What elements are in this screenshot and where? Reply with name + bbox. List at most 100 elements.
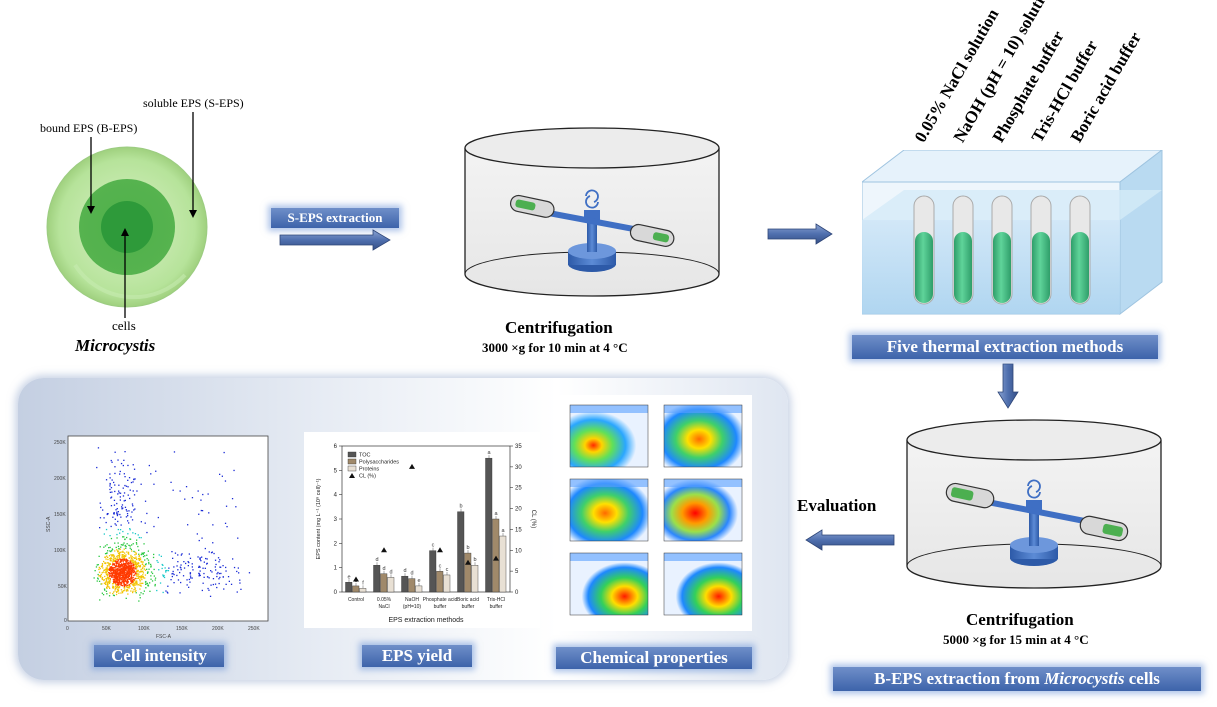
cytometry-dot [122, 569, 124, 571]
cytometry-dot [112, 554, 115, 556]
svg-text:150K: 150K [176, 626, 188, 632]
cytometry-dot [118, 492, 120, 494]
cytometry-dot [129, 564, 131, 566]
cytometry-dot [105, 567, 107, 569]
cytometry-dot [124, 564, 126, 566]
cytometry-dot [140, 577, 142, 579]
cytometry-dot [128, 568, 130, 570]
cytometry-dot [110, 487, 113, 489]
cytometry-dot [187, 524, 189, 526]
cytometry-dot [113, 563, 116, 565]
cytometry-dot [107, 569, 109, 571]
cytometry-dot [213, 552, 215, 555]
cytometry-dot [116, 591, 118, 593]
cytometry-dot [108, 595, 111, 597]
cytometry-dot [189, 557, 192, 559]
cytometry-dot [230, 583, 233, 585]
cytometry-dot [119, 571, 121, 573]
legend-swatch [347, 451, 357, 458]
cytometry-dot [111, 576, 113, 578]
cytometry-dot [130, 561, 132, 564]
cytometry-dot [122, 568, 125, 570]
cytometry-dot [118, 581, 121, 583]
cytometry-dot [130, 481, 133, 484]
cytometry-dot [143, 568, 145, 570]
cytometry-dot [190, 577, 192, 579]
cytometry-dot [122, 561, 125, 563]
cytometry-dot [138, 584, 141, 586]
cytometry-dot [181, 553, 183, 555]
svg-text:50K: 50K [58, 584, 68, 590]
cytometry-dot [119, 532, 121, 534]
cytometry-dot [209, 595, 212, 597]
significance-letter: d [382, 566, 385, 572]
cytometry-dot [183, 561, 185, 563]
cytometry-dot [191, 577, 193, 579]
bar-polysaccharides [492, 518, 500, 593]
cytometry-dot [149, 582, 151, 584]
cytometry-dot [130, 569, 132, 571]
cytometry-dot [202, 567, 204, 569]
cytometry-dot [98, 571, 101, 573]
cytometry-dot [139, 559, 142, 561]
cytometry-dot [127, 575, 129, 578]
cytometry-dot [124, 585, 126, 587]
cytometry-dot [102, 567, 104, 569]
cytometry-dot [128, 584, 131, 586]
cytometry-dot [112, 594, 115, 596]
cytometry-dot [131, 544, 133, 546]
cytometry-dot [144, 574, 147, 576]
cytometry-dot [122, 536, 124, 538]
cytometry-dot [94, 570, 96, 572]
cytometry-dot [116, 572, 118, 575]
cytometry-dot [108, 576, 110, 579]
cytometry-dot [132, 569, 134, 571]
cytometry-dot [197, 490, 199, 492]
cytometry-dot [115, 569, 117, 572]
cytometry-dot [140, 521, 142, 523]
cytometry-dot [125, 554, 127, 556]
cytometry-dot [105, 558, 107, 560]
cytometry-dot [131, 565, 133, 567]
cytometry-dot [177, 561, 179, 563]
cytometry-dot [134, 590, 136, 593]
cytometry-dot [122, 555, 124, 557]
cytometry-dot [127, 570, 129, 572]
cytometry-dot [222, 576, 224, 578]
cytometry-dot [121, 504, 124, 506]
cytometry-dot [236, 570, 238, 573]
cytometry-dot [154, 579, 156, 581]
cytometry-dot [118, 592, 120, 594]
cytometry-dot [124, 484, 126, 487]
cytometry-dot [114, 582, 116, 584]
cytometry-dot [111, 479, 113, 481]
cytometry-dot [132, 591, 134, 594]
cytometry-dot [118, 556, 120, 558]
cytometry-dot [132, 581, 134, 583]
cytometry-dot [133, 494, 136, 496]
cytometry-dot [132, 505, 134, 507]
bar-proteins [499, 535, 507, 593]
cytometry-dot [125, 575, 127, 577]
cytometry-dot [172, 489, 174, 491]
cytometry-dot [136, 565, 138, 568]
cytometry-dot [126, 536, 128, 539]
cytometry-dot [118, 587, 120, 589]
cytometry-dot [122, 550, 124, 552]
cytometry-dot [121, 506, 123, 508]
cytometry-dot [118, 572, 120, 574]
cytometry-dot [122, 574, 124, 576]
cytometry-dot [118, 573, 120, 576]
svg-text:250K: 250K [248, 626, 260, 632]
cytometry-dot [117, 560, 119, 562]
cytometry-dot [99, 575, 101, 577]
cytometry-dot [131, 571, 133, 573]
cytometry-dot [116, 579, 118, 581]
cytometry-dot [119, 566, 121, 568]
cytometry-dot [117, 579, 119, 581]
cytometry-dot [101, 578, 103, 580]
cytometry-dot [105, 590, 108, 592]
cytometry-dot [96, 564, 98, 566]
cytometry-dot [117, 577, 119, 579]
cytometry-dot [127, 494, 129, 496]
